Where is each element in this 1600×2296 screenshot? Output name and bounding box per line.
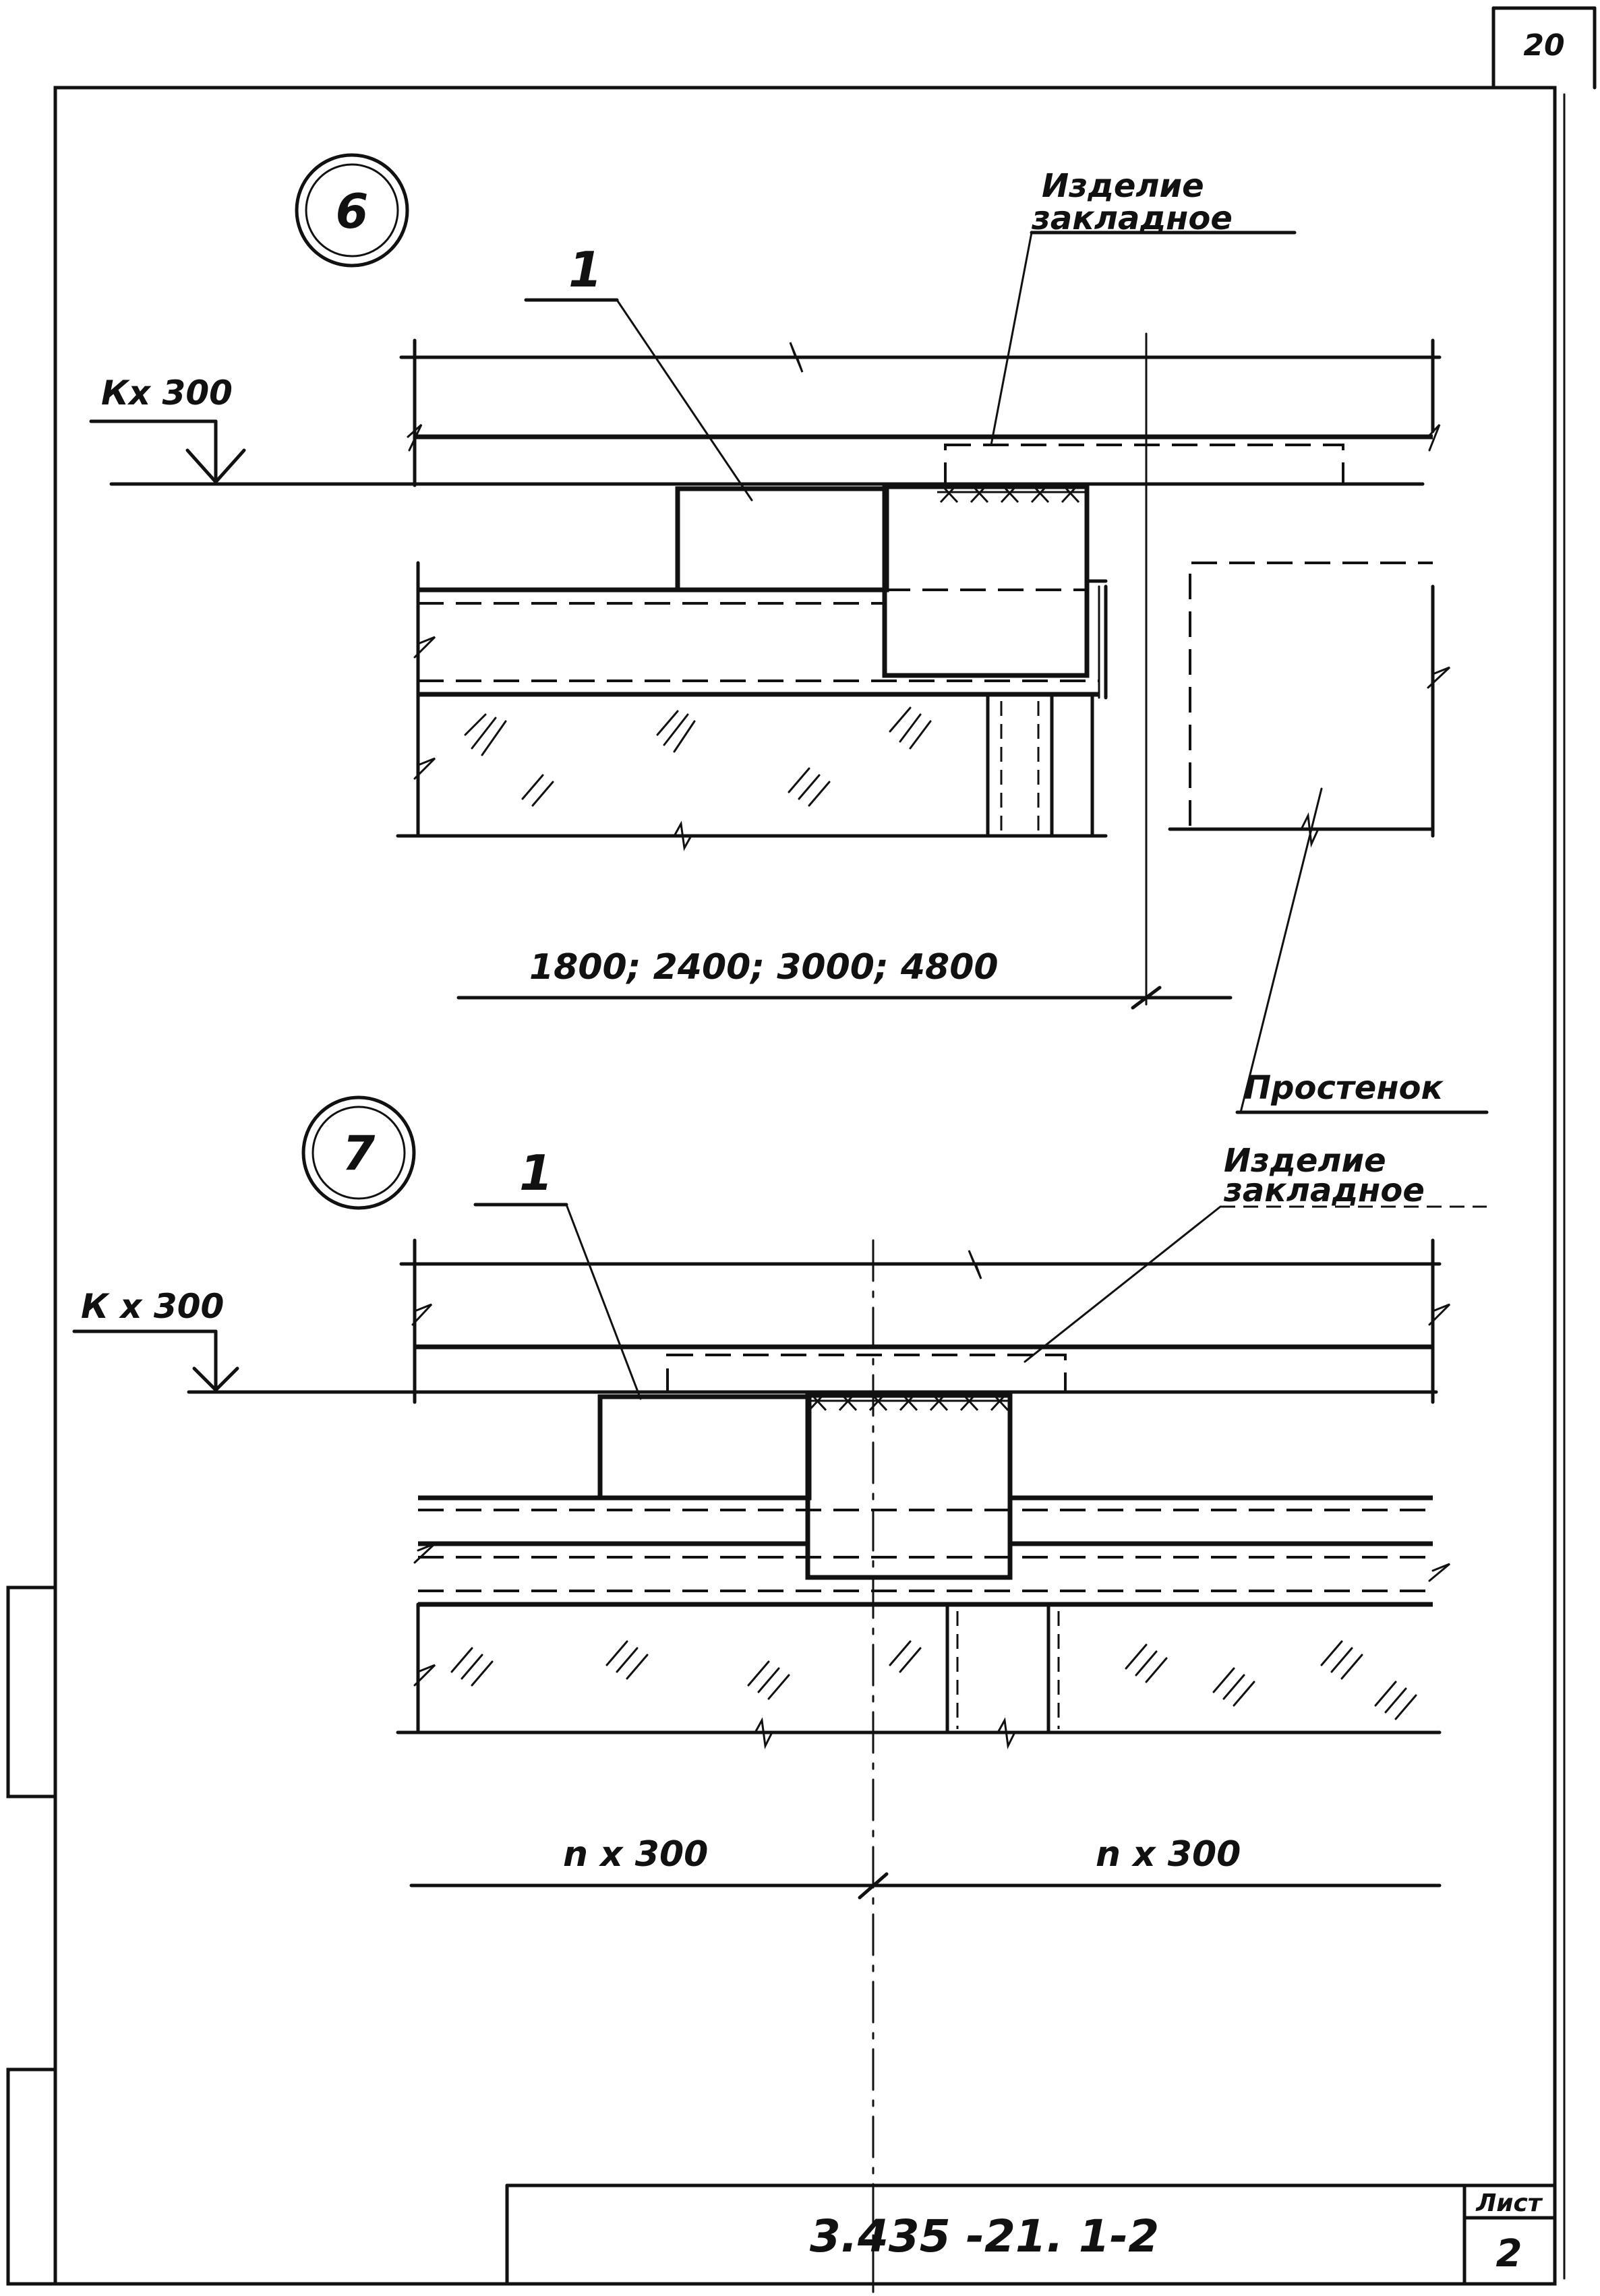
detail-6-dimension-label: 1800; 2400; 3000; 4800 [529,947,999,988]
detail-7-dimension-left: n х 300 [563,1834,708,1875]
detail-7-position-label: 1 [519,1145,553,1201]
detail-7-level-label: К х 300 [81,1287,224,1326]
detail-6-number: 6 [336,184,369,239]
detail-6-position-label: 1 [568,241,602,298]
detail-6-level-label: Кх 300 [101,373,233,413]
detail-7-embedded-label-2: закладное [1223,1172,1425,1209]
sheet-number: 2 [1496,2232,1522,2276]
sheet-label: Лист [1475,2189,1543,2217]
detail-7-dimension-right: n х 300 [1096,1834,1241,1875]
sheet-number-top: 20 [1523,28,1564,63]
drawing-designation: 3.435 -21. 1-2 [810,2210,1159,2262]
sheet-frame [6,6,1597,2286]
detail-6-embedded-label-1: Изделие [1042,167,1204,205]
detail-6-pier-label: Простенок [1244,1069,1444,1107]
detail-7: 7 1 Изделие закладное К х 300 [72,1095,1487,2296]
detail-6-embedded-label-2: закладное [1031,200,1233,237]
title-block [505,2183,1557,2286]
detail-6: 6 1 Изделие закладное Кх 300 [89,153,1489,1114]
detail-7-number: 7 [343,1126,376,1181]
detail-7-embedded-label-1: Изделие [1224,1142,1386,1180]
